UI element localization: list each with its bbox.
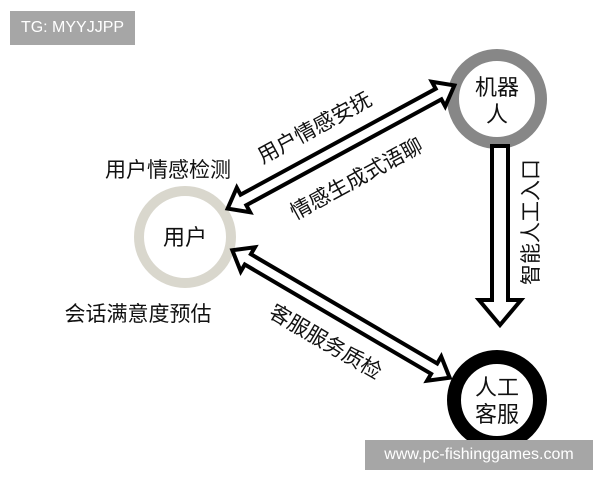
smart-entry-label: 智能人工入口 — [519, 159, 543, 285]
user-node-label: 用户 — [163, 226, 207, 251]
human-node-label-2: 客服 — [475, 403, 519, 428]
robot-node-label-1: 机器 — [475, 76, 519, 101]
user-human-arrow — [229, 244, 453, 384]
robot-node — [447, 49, 547, 149]
robot-to-human-arrow — [474, 144, 526, 329]
watermark-bottom: www.pc-fishinggames.com — [365, 440, 593, 470]
user-node — [134, 186, 236, 288]
user-emotion-detection-label: 用户情感检测 — [105, 158, 231, 182]
robot-node-label-2: 人 — [486, 103, 508, 128]
session-satisfaction-label: 会话满意度预估 — [65, 302, 212, 326]
human-node-label-1: 人工 — [475, 376, 519, 401]
watermark-top: TG: MYYJJPP — [10, 11, 135, 45]
user-robot-arrow — [224, 79, 458, 215]
